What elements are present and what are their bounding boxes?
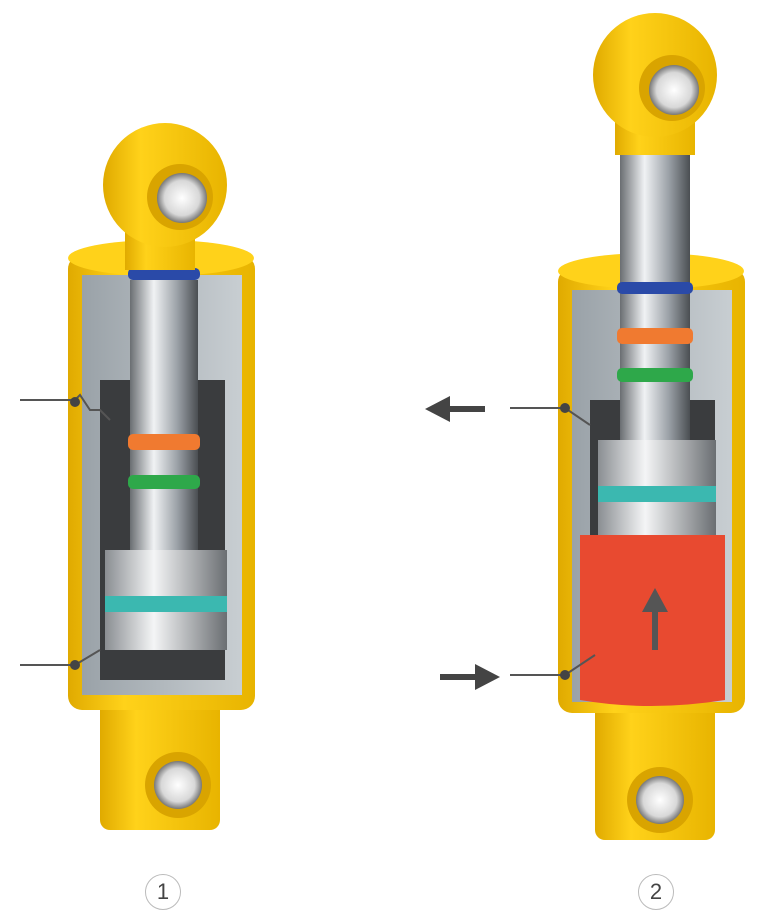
cylinder-2 (510, 13, 745, 840)
arrow-left-icon (425, 396, 485, 422)
label-1: 1 (145, 874, 181, 910)
arrow-up-icon (642, 588, 668, 650)
piston-rod (620, 150, 690, 440)
clevis-hole (154, 761, 202, 809)
seal-green (128, 475, 200, 489)
piston-seal (105, 596, 227, 612)
port-line-top (20, 393, 111, 421)
label-2: 2 (638, 874, 674, 910)
arrow-right-icon (440, 664, 500, 690)
cylinder-1 (20, 123, 255, 830)
seal-orange (128, 434, 200, 450)
piston-rod (130, 280, 198, 550)
rod-seal (128, 268, 200, 280)
